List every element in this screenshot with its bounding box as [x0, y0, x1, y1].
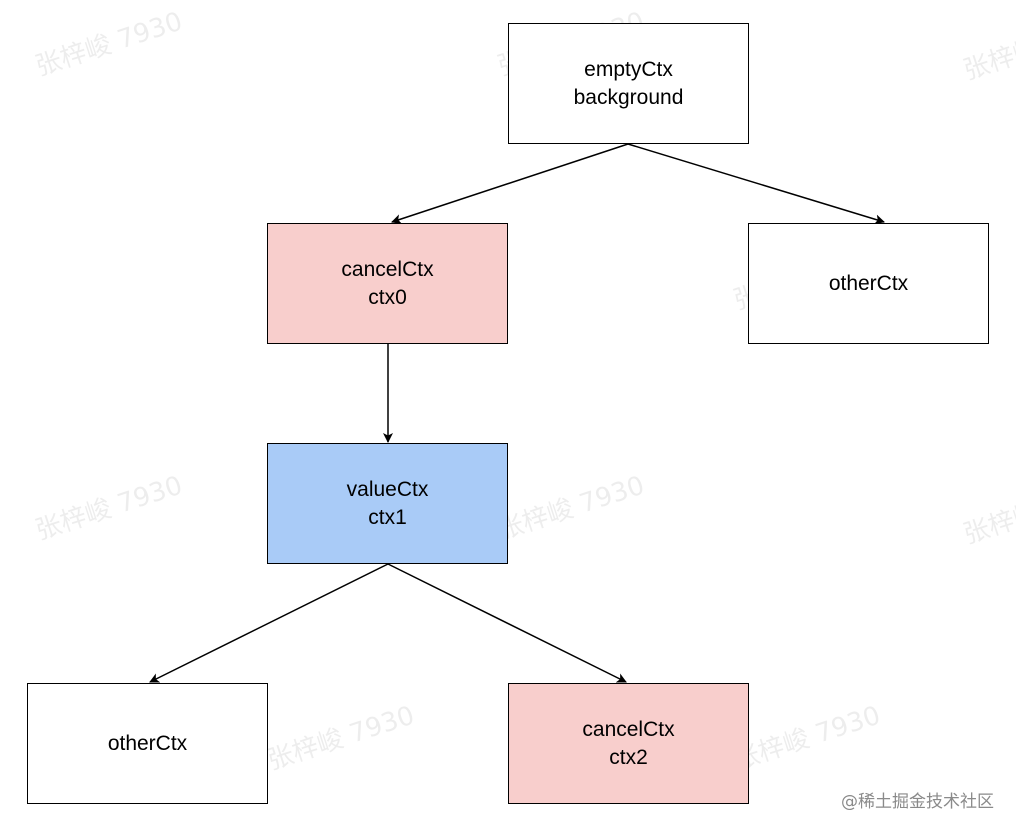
edge-ctx1-to-other-bottom	[149, 563, 389, 683]
node-other-ctx-bottom: otherCtx	[27, 683, 268, 804]
node-empty-ctx: emptyCtx background	[508, 23, 749, 144]
edge-root-to-other-top	[627, 143, 885, 225]
node-sublabel: background	[573, 85, 684, 109]
edge-ctx1-to-ctx2	[387, 563, 627, 683]
edge-root-to-ctx0	[391, 143, 629, 224]
node-label: cancelCtx	[341, 257, 434, 281]
node-label: emptyCtx	[584, 57, 673, 81]
node-label: valueCtx	[346, 477, 429, 501]
node-value-ctx1: valueCtx ctx1	[267, 443, 508, 564]
node-label: cancelCtx	[582, 717, 675, 741]
source-attribution: @稀土掘金技术社区	[841, 792, 994, 812]
node-sublabel: ctx2	[609, 745, 648, 769]
node-other-ctx-top: otherCtx	[748, 223, 989, 344]
node-sublabel: ctx0	[368, 285, 407, 309]
node-cancel-ctx0: cancelCtx ctx0	[267, 223, 508, 344]
node-cancel-ctx2: cancelCtx ctx2	[508, 683, 749, 804]
node-label: otherCtx	[107, 731, 188, 755]
node-label: otherCtx	[828, 271, 909, 295]
node-sublabel: ctx1	[368, 505, 407, 529]
